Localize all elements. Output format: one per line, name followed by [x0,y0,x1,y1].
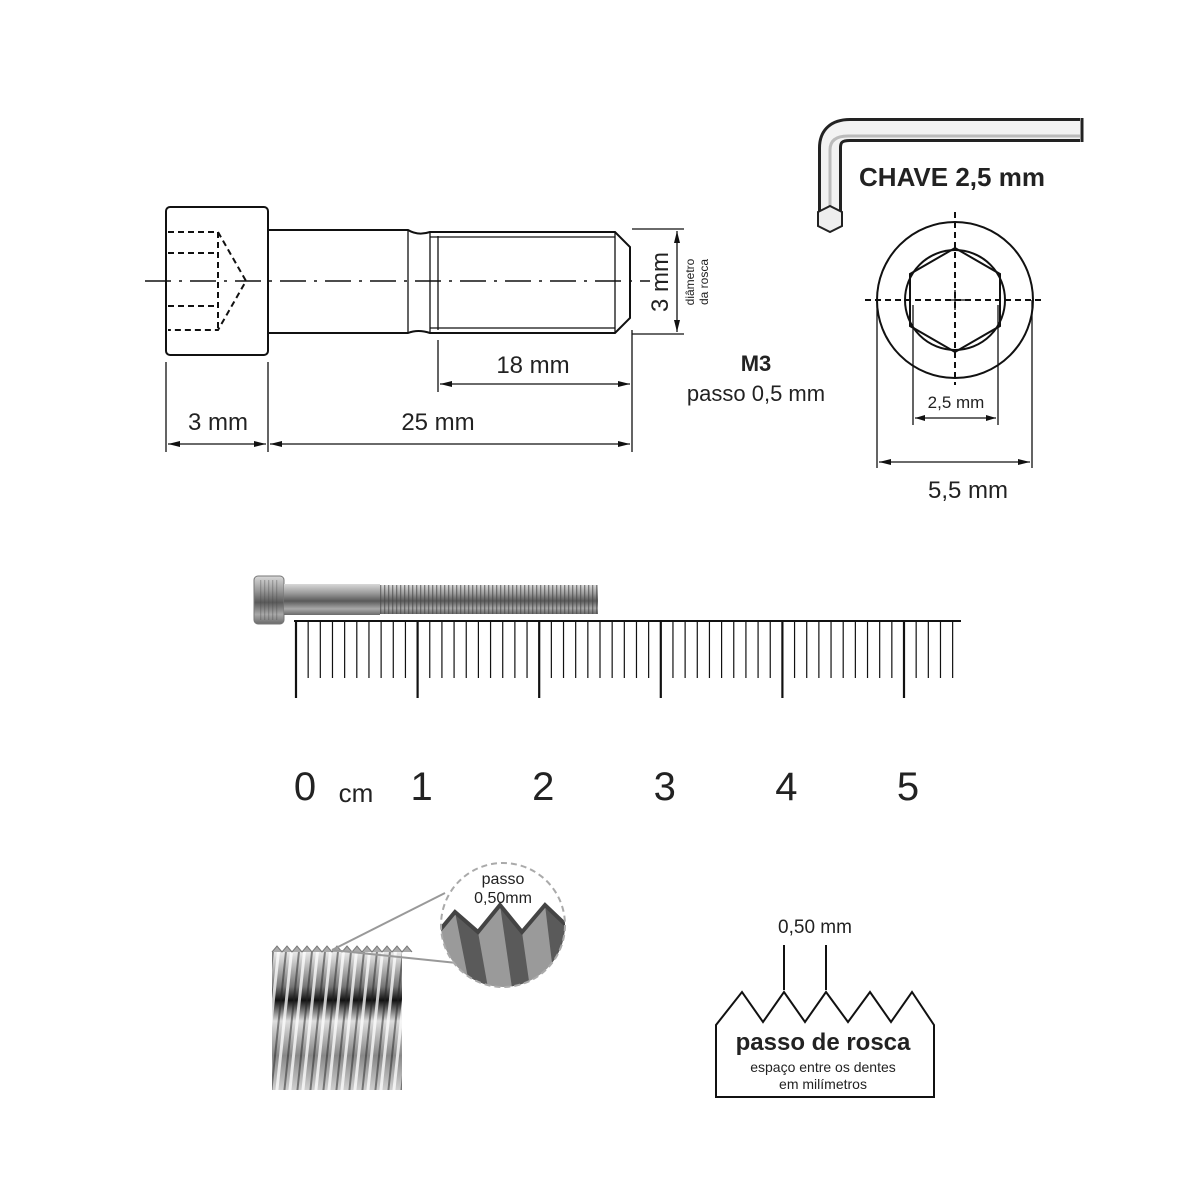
total-length-label: 25 mm [401,409,474,436]
ruler-label: 1 [410,765,432,809]
bolt-shank [268,229,631,334]
ruler-unit-label: cm [339,778,374,808]
socket-head-top-view [865,212,1045,468]
head-diameter-label: 5,5 mm [928,477,1008,504]
pitch-diagram-title: passo de rosca [736,1029,911,1056]
bolt-technical-drawing: 3 mm 25 mm 18 mm 3 mm diâmetro da rosca [145,206,711,452]
diameter-caption-1: diâmetro [683,258,697,305]
ruler [294,620,961,698]
bolt-photo [253,575,598,625]
head-height-label: 3 mm [188,409,248,436]
magnifier-lens [441,863,565,987]
thread-size-label: M3 [741,351,772,376]
ruler-label: 0 [294,765,316,809]
thread-pitch-label: passo 0,5 mm [687,381,825,406]
magnifier-label-2: 0,50mm [474,890,532,907]
thread-diameter-label: 3 mm [647,252,674,312]
pitch-measure-label: 0,50 mm [778,917,852,938]
dimension-thread-diameter: 3 mm diâmetro da rosca [632,228,711,335]
dimension-thread-length: 18 mm [440,352,630,387]
ruler-label: 3 [654,765,676,809]
thread-pitch-diagram [715,945,935,1098]
ruler-labels: 0 1 2 3 4 5 [294,765,919,809]
hex-socket-hidden-lines [168,231,248,331]
dimension-total-length: 25 mm [270,409,630,447]
pitch-diagram-subtitle-1: espaço entre os dentes [750,1059,896,1075]
magnifier-label-1: passo [482,871,525,888]
thread-length-label: 18 mm [496,352,569,379]
hex-key-icon [817,118,1084,234]
dimension-head-height: 3 mm [168,409,266,447]
hex-key-label: CHAVE 2,5 mm [859,162,1045,192]
pitch-diagram-subtitle-2: em milímetros [779,1076,867,1092]
ruler-label: 2 [532,765,554,809]
ruler-label: 4 [775,765,797,809]
socket-size-label: 2,5 mm [928,393,985,412]
thread-closeup-photo [271,862,566,1090]
diameter-caption-2: da rosca [697,259,711,305]
ruler-label: 5 [897,765,919,809]
